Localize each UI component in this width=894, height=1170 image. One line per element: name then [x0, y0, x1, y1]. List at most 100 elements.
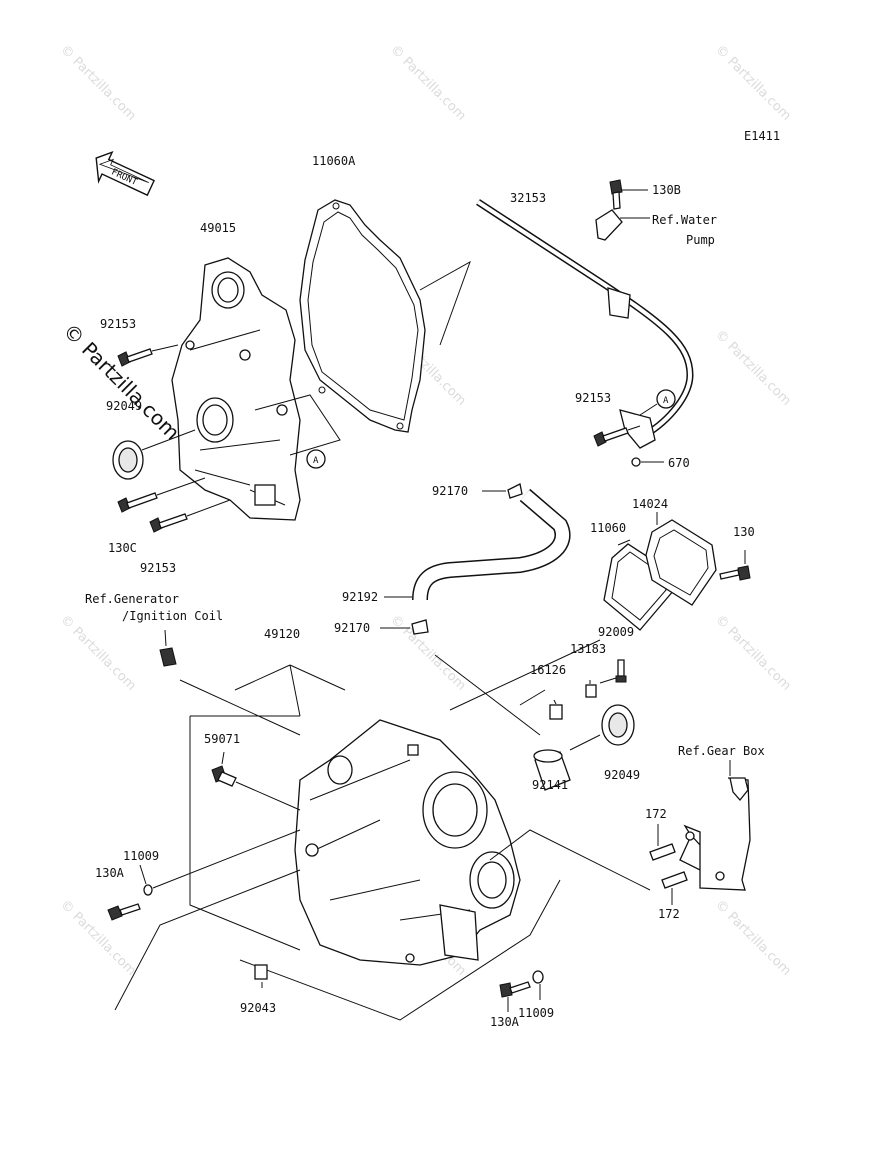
screw-92009 [615, 659, 627, 683]
bolt-92153-right [593, 427, 629, 447]
callout-172-b: 172 [658, 907, 680, 921]
callout-92170-a: 92170 [432, 484, 468, 498]
callout-14024: 14024 [632, 497, 668, 511]
watermark-main: © Partzilla.com [58, 319, 184, 445]
callout-92192: 92192 [342, 590, 378, 604]
callout-92153-b: 92153 [140, 561, 176, 575]
callout-32153: 32153 [510, 191, 546, 205]
watermark: © Partzilla.com [57, 42, 139, 124]
bolt-130 [719, 565, 751, 581]
leader-line [221, 751, 301, 811]
watermark: © Partzilla.com [387, 42, 469, 124]
stud-172-upper [649, 843, 676, 861]
leader-line [254, 394, 341, 456]
callout-92009: 92009 [598, 625, 634, 639]
callout-130a-2: 130A [490, 1015, 520, 1029]
callout-130c: 130C [108, 541, 137, 555]
bolt-130b [609, 179, 623, 210]
callout-ref-generator: Ref.Generator [85, 592, 179, 606]
callout-49015: 49015 [200, 221, 236, 235]
callout-92049-a: 92049 [106, 399, 142, 413]
leader-line [139, 829, 301, 889]
oil-seal-92049-lower [601, 704, 635, 746]
callout-92170-b: 92170 [334, 621, 370, 635]
callout-59071: 59071 [204, 732, 240, 746]
washer-11009-right [532, 970, 544, 984]
generator-connector [159, 647, 177, 667]
leader-line [114, 829, 651, 1021]
leader-line [434, 639, 601, 736]
callout-92153-c: 92153 [575, 391, 611, 405]
clamp-92170-upper [507, 483, 523, 499]
callout-130b: 130B [652, 183, 681, 197]
watermark: © Partzilla.com [712, 612, 794, 694]
callout-labels: E1411 11060A 49015 32153 130B Ref.Water … [85, 129, 780, 1029]
callout-13183: 13183 [570, 642, 606, 656]
ref-marker-a: A [663, 396, 669, 406]
clamp-92170-lower [411, 619, 429, 635]
cover-14024 [645, 519, 717, 606]
hose-92192 [412, 488, 571, 601]
bolt-130c [117, 492, 158, 513]
leader-line [627, 425, 641, 431]
front-arrow-icon: FRONT [95, 151, 156, 197]
pin-92043 [254, 964, 268, 980]
callout-ref-gear-box: Ref.Gear Box [678, 744, 765, 758]
callout-16126: 16126 [530, 663, 566, 677]
leader-line [156, 477, 206, 496]
collar-13183 [585, 684, 597, 698]
leader-line [507, 984, 541, 1012]
leader-line [657, 824, 673, 905]
pipe-32153 [476, 199, 694, 449]
callout-11009-b: 11009 [518, 1006, 554, 1020]
callout-11009-a: 11009 [123, 849, 159, 863]
callout-ref-ignition-coil: /Ignition Coil [122, 609, 223, 623]
dowel-16126 [549, 704, 563, 720]
watermark: © Partzilla.com [712, 897, 794, 979]
bolt-130a-right [499, 981, 531, 998]
callout-49120: 49120 [264, 627, 300, 641]
callout-130a-1: 130A [95, 866, 125, 880]
ref-marker-a-left: A [306, 449, 326, 469]
timing-cover-49015 [171, 257, 301, 521]
leader-line [569, 734, 601, 751]
leader-line [553, 677, 617, 705]
leader-line [617, 539, 631, 546]
leader-line [164, 629, 167, 647]
callout-ref-water-pump: Pump [686, 233, 715, 247]
washer-11009-left [143, 884, 153, 896]
bushing-92141 [533, 749, 571, 791]
callout-92141: 92141 [532, 778, 568, 792]
watermark: © Partzilla.com [387, 612, 469, 694]
bolt-92153-upper [117, 348, 153, 367]
watermark: © Partzilla.com [712, 327, 794, 409]
o-ring-670 [631, 457, 641, 467]
ref-marker-a: A [313, 456, 319, 466]
callout-130: 130 [733, 525, 755, 539]
callout-670: 670 [668, 456, 690, 470]
watermark: © Partzilla.com [712, 42, 794, 124]
watermark: © Partzilla.com [57, 612, 139, 694]
leader-line [186, 499, 231, 517]
gear-box-bracket [679, 777, 751, 891]
callout-92043: 92043 [240, 1001, 276, 1015]
leader-line [151, 344, 179, 352]
ref-marker-a-right: A [656, 389, 676, 409]
leader-line [179, 679, 301, 736]
callout-ref-water: Ref.Water [652, 213, 717, 227]
oil-seal-92049 [112, 440, 144, 480]
callout-92049-b: 92049 [604, 768, 640, 782]
gasket-11060a [299, 199, 426, 433]
callout-11060a: 11060A [312, 154, 356, 168]
crankcase-49120 [294, 719, 521, 966]
callout-92153-a: 92153 [100, 317, 136, 331]
bolt-92153-lower [149, 513, 188, 533]
diagram-code: E1411 [744, 129, 780, 143]
leader-line [189, 664, 346, 951]
leader-line [639, 403, 658, 416]
water-pump-clamp [595, 209, 623, 241]
callout-11060: 11060 [590, 521, 626, 535]
leader-line [419, 260, 471, 346]
stud-172-lower [661, 871, 688, 889]
